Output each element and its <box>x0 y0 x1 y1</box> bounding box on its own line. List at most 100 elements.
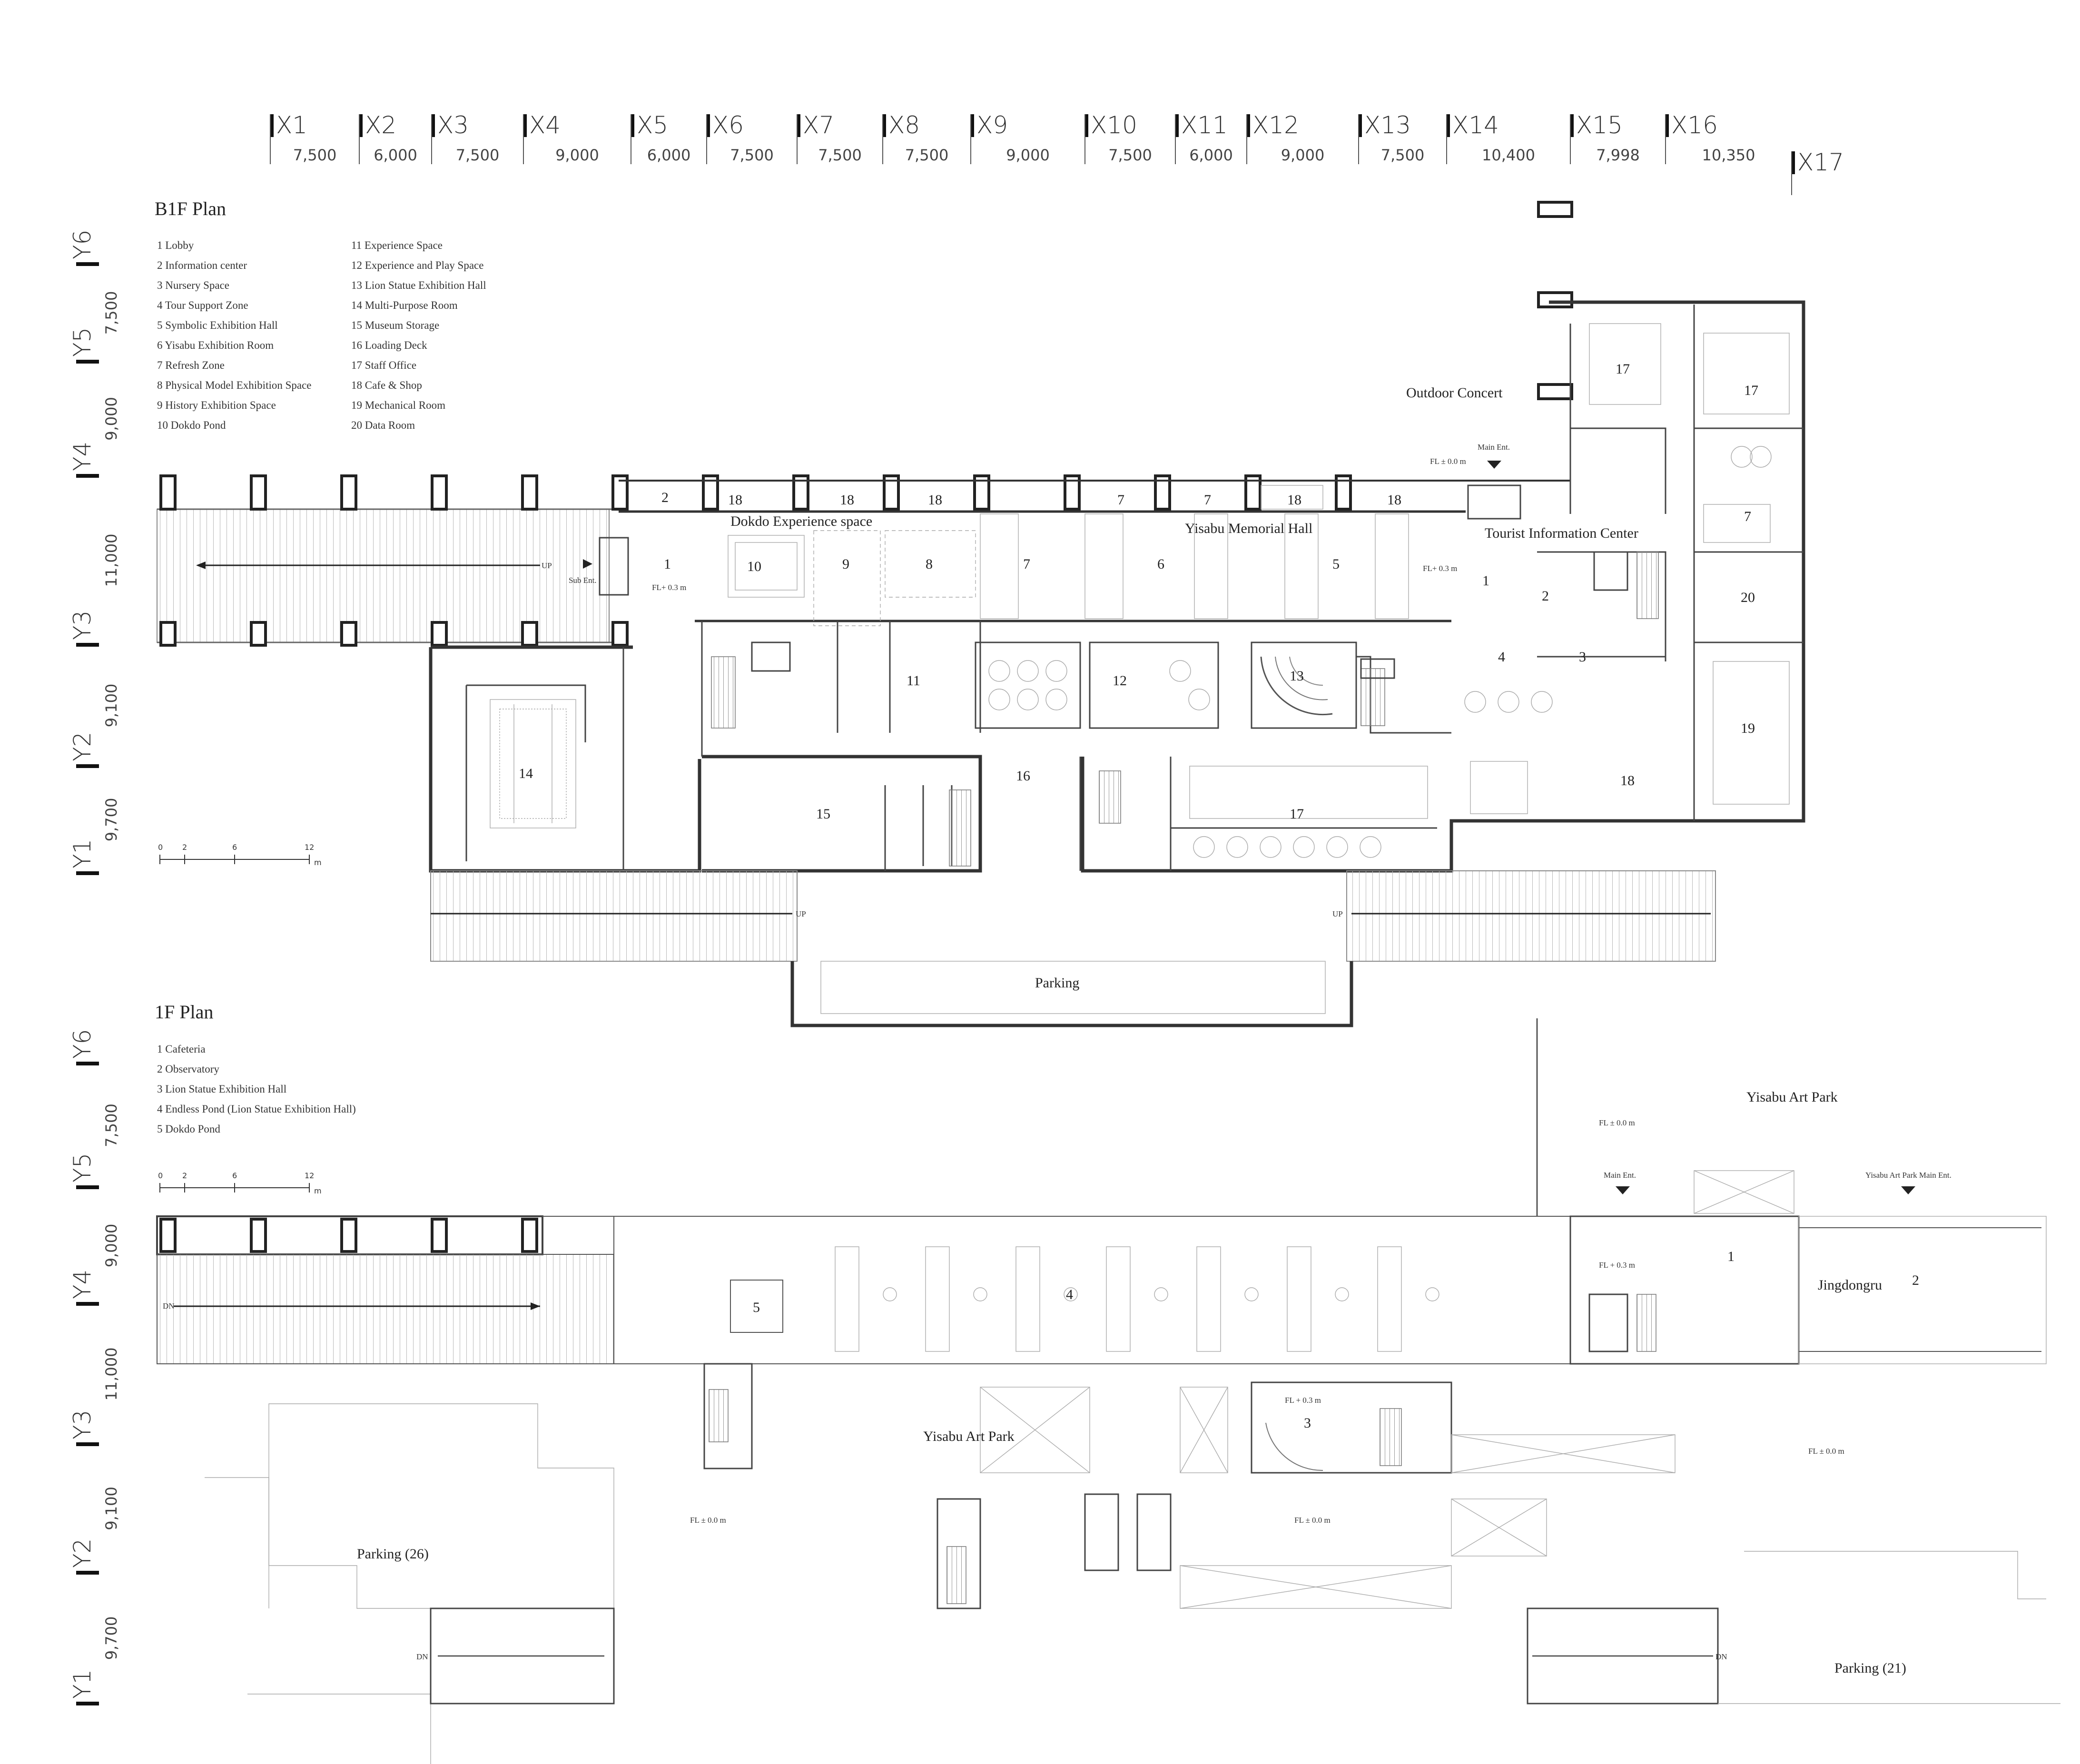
room-number: 1 <box>1482 573 1489 589</box>
y-spacing-label: 9,100 <box>102 684 120 728</box>
legend-item: 18 Cafe & Shop <box>351 379 422 391</box>
dn-label: DN <box>1715 1652 1727 1661</box>
y-axis-label: Y4 <box>69 1270 96 1299</box>
legend-item: 10 Dokdo Pond <box>157 419 226 431</box>
up-label: UP <box>796 909 806 918</box>
f1-pond-strip: DN <box>156 1018 1570 1364</box>
x-axis-marker <box>1359 114 1362 137</box>
room-number: 7 <box>1204 492 1211 508</box>
park-main-entrance-label: Yisabu Art Park Main Ent. <box>1865 1171 1952 1180</box>
x-spacing-label: 7,998 <box>1596 146 1640 164</box>
x-axis-label: X1 <box>276 111 307 139</box>
y-axis-marker <box>76 1062 99 1065</box>
x-axis-marker <box>707 114 710 137</box>
room-number: 8 <box>926 556 933 572</box>
x-axis-label: X15 <box>1576 111 1623 139</box>
room-number: 6 <box>1157 556 1164 572</box>
b1f-building-walls <box>429 300 1805 873</box>
x-spacing-label: 7,500 <box>1108 146 1152 164</box>
y-axis-marker <box>76 262 99 266</box>
y-axis-label: Y1 <box>69 1669 96 1699</box>
floor-level-label: FL ± 0.0 m <box>1430 457 1466 466</box>
room-number: 4 <box>1066 1287 1073 1302</box>
y-axis-label: Y6 <box>69 230 96 259</box>
f1-parking: DN Parking (26) DN Parking (21) <box>205 1403 2060 1764</box>
y-spacing-label: 9,000 <box>102 1224 120 1268</box>
legend-item: 1 Cafeteria <box>157 1043 206 1055</box>
jingdongru-label: Jingdongru <box>1818 1277 1882 1293</box>
x-axis-label: X8 <box>888 111 920 139</box>
room-number: 7 <box>1744 509 1751 524</box>
y-axis-label: Y2 <box>69 732 96 761</box>
scale-tick: 6 <box>232 843 237 852</box>
room-number: 17 <box>1290 806 1304 822</box>
y-axis-label: Y3 <box>69 611 96 640</box>
legend-item: 1 Lobby <box>157 239 194 251</box>
b1f-legend: 1 Lobby 2 Information center 3 Nursery S… <box>157 239 486 431</box>
legend-item: 8 Physical Model Exhibition Space <box>157 379 312 391</box>
b1f-west-bridge: UP <box>157 508 619 643</box>
x-spacing-label: 10,350 <box>1702 146 1755 164</box>
room-number: 18 <box>1287 492 1301 508</box>
y-spacing-label: 9,700 <box>102 798 120 842</box>
x-axis-marker <box>883 114 886 137</box>
room-number: 18 <box>1387 492 1401 508</box>
y-spacing-label: 11,000 <box>102 534 120 587</box>
floor-level-label: FL ± 0.0 m <box>1294 1516 1331 1525</box>
tourist-info-label: Tourist Information Center <box>1485 525 1638 541</box>
main-entrance-label: Main Ent. <box>1604 1171 1636 1180</box>
room-number: 3 <box>1304 1415 1311 1431</box>
legend-item: 3 Lion Statue Exhibition Hall <box>157 1083 286 1095</box>
y-axis-marker <box>76 1571 99 1575</box>
x-axis-marker <box>971 114 974 137</box>
scale-unit: m <box>314 1186 322 1195</box>
room-number: 3 <box>1579 649 1586 665</box>
x-spacing-label: 7,500 <box>456 146 500 164</box>
room-number: 2 <box>1912 1272 1919 1288</box>
legend-item: 2 Observatory <box>157 1063 219 1075</box>
room-number: 20 <box>1741 590 1755 605</box>
b1f-main-entrance: Main Ent. FL ± 0.0 m <box>1430 443 1521 520</box>
room-number: 2 <box>661 490 669 505</box>
main-entrance-label: Main Ent. <box>1478 443 1510 452</box>
scale-tick: 12 <box>305 843 314 852</box>
room-number: 7 <box>1117 492 1124 508</box>
legend-item: 2 Information center <box>157 259 247 271</box>
x-axis-label: X10 <box>1091 111 1137 139</box>
x-axis-label: X17 <box>1797 148 1844 176</box>
x-spacing-label: 9,000 <box>1006 146 1050 164</box>
y-spacing-label: 9,100 <box>102 1487 120 1530</box>
b1f-lion-statue-spiral <box>1260 656 1333 716</box>
scale-tick: 6 <box>232 1171 237 1180</box>
room-number: 16 <box>1016 768 1030 784</box>
scale-unit: m <box>314 858 322 867</box>
art-park-label: Yisabu Art Park <box>1746 1089 1838 1105</box>
x-spacing-label: 6,000 <box>647 146 691 164</box>
b1f-plan: B1F Plan 1 Lobby 2 Information center 3 … <box>155 198 1805 1027</box>
y-axis-label: Y4 <box>69 442 96 471</box>
x-axis-label: X6 <box>712 111 744 139</box>
f1-endless-pond: 5 4 <box>730 1246 1439 1352</box>
dokdo-experience-label: Dokdo Experience space <box>730 513 872 529</box>
legend-item: 17 Staff Office <box>351 359 416 371</box>
y-spacing-label: 9,700 <box>102 1616 120 1660</box>
parking-21-label: Parking (21) <box>1834 1660 1906 1676</box>
legend-item: 16 Loading Deck <box>351 339 427 351</box>
y-axis-label: Y5 <box>69 327 96 357</box>
b1f-scale-bar: 0 2 6 12 m <box>158 843 322 867</box>
legend-item: 14 Multi-Purpose Room <box>351 299 458 311</box>
x-spacing-label: 7,500 <box>293 146 337 164</box>
room-number: 9 <box>842 556 849 572</box>
floor-level-label: FL+ 0.3 m <box>1423 564 1457 573</box>
x-axis-label: X16 <box>1671 111 1718 139</box>
f1-cafeteria-observatory: Main Ent. Yisabu Art Park Main Ent. FL ±… <box>1569 1089 2047 1365</box>
legend-item: 20 Data Room <box>351 419 415 431</box>
legend-item: 3 Nursery Space <box>157 279 229 291</box>
x-spacing-label: 7,500 <box>730 146 774 164</box>
scale-tick: 12 <box>305 1171 314 1180</box>
scale-tick: 0 <box>158 1171 163 1180</box>
y-axis-marker <box>76 871 99 875</box>
y-spacing-label: 7,500 <box>102 291 120 335</box>
